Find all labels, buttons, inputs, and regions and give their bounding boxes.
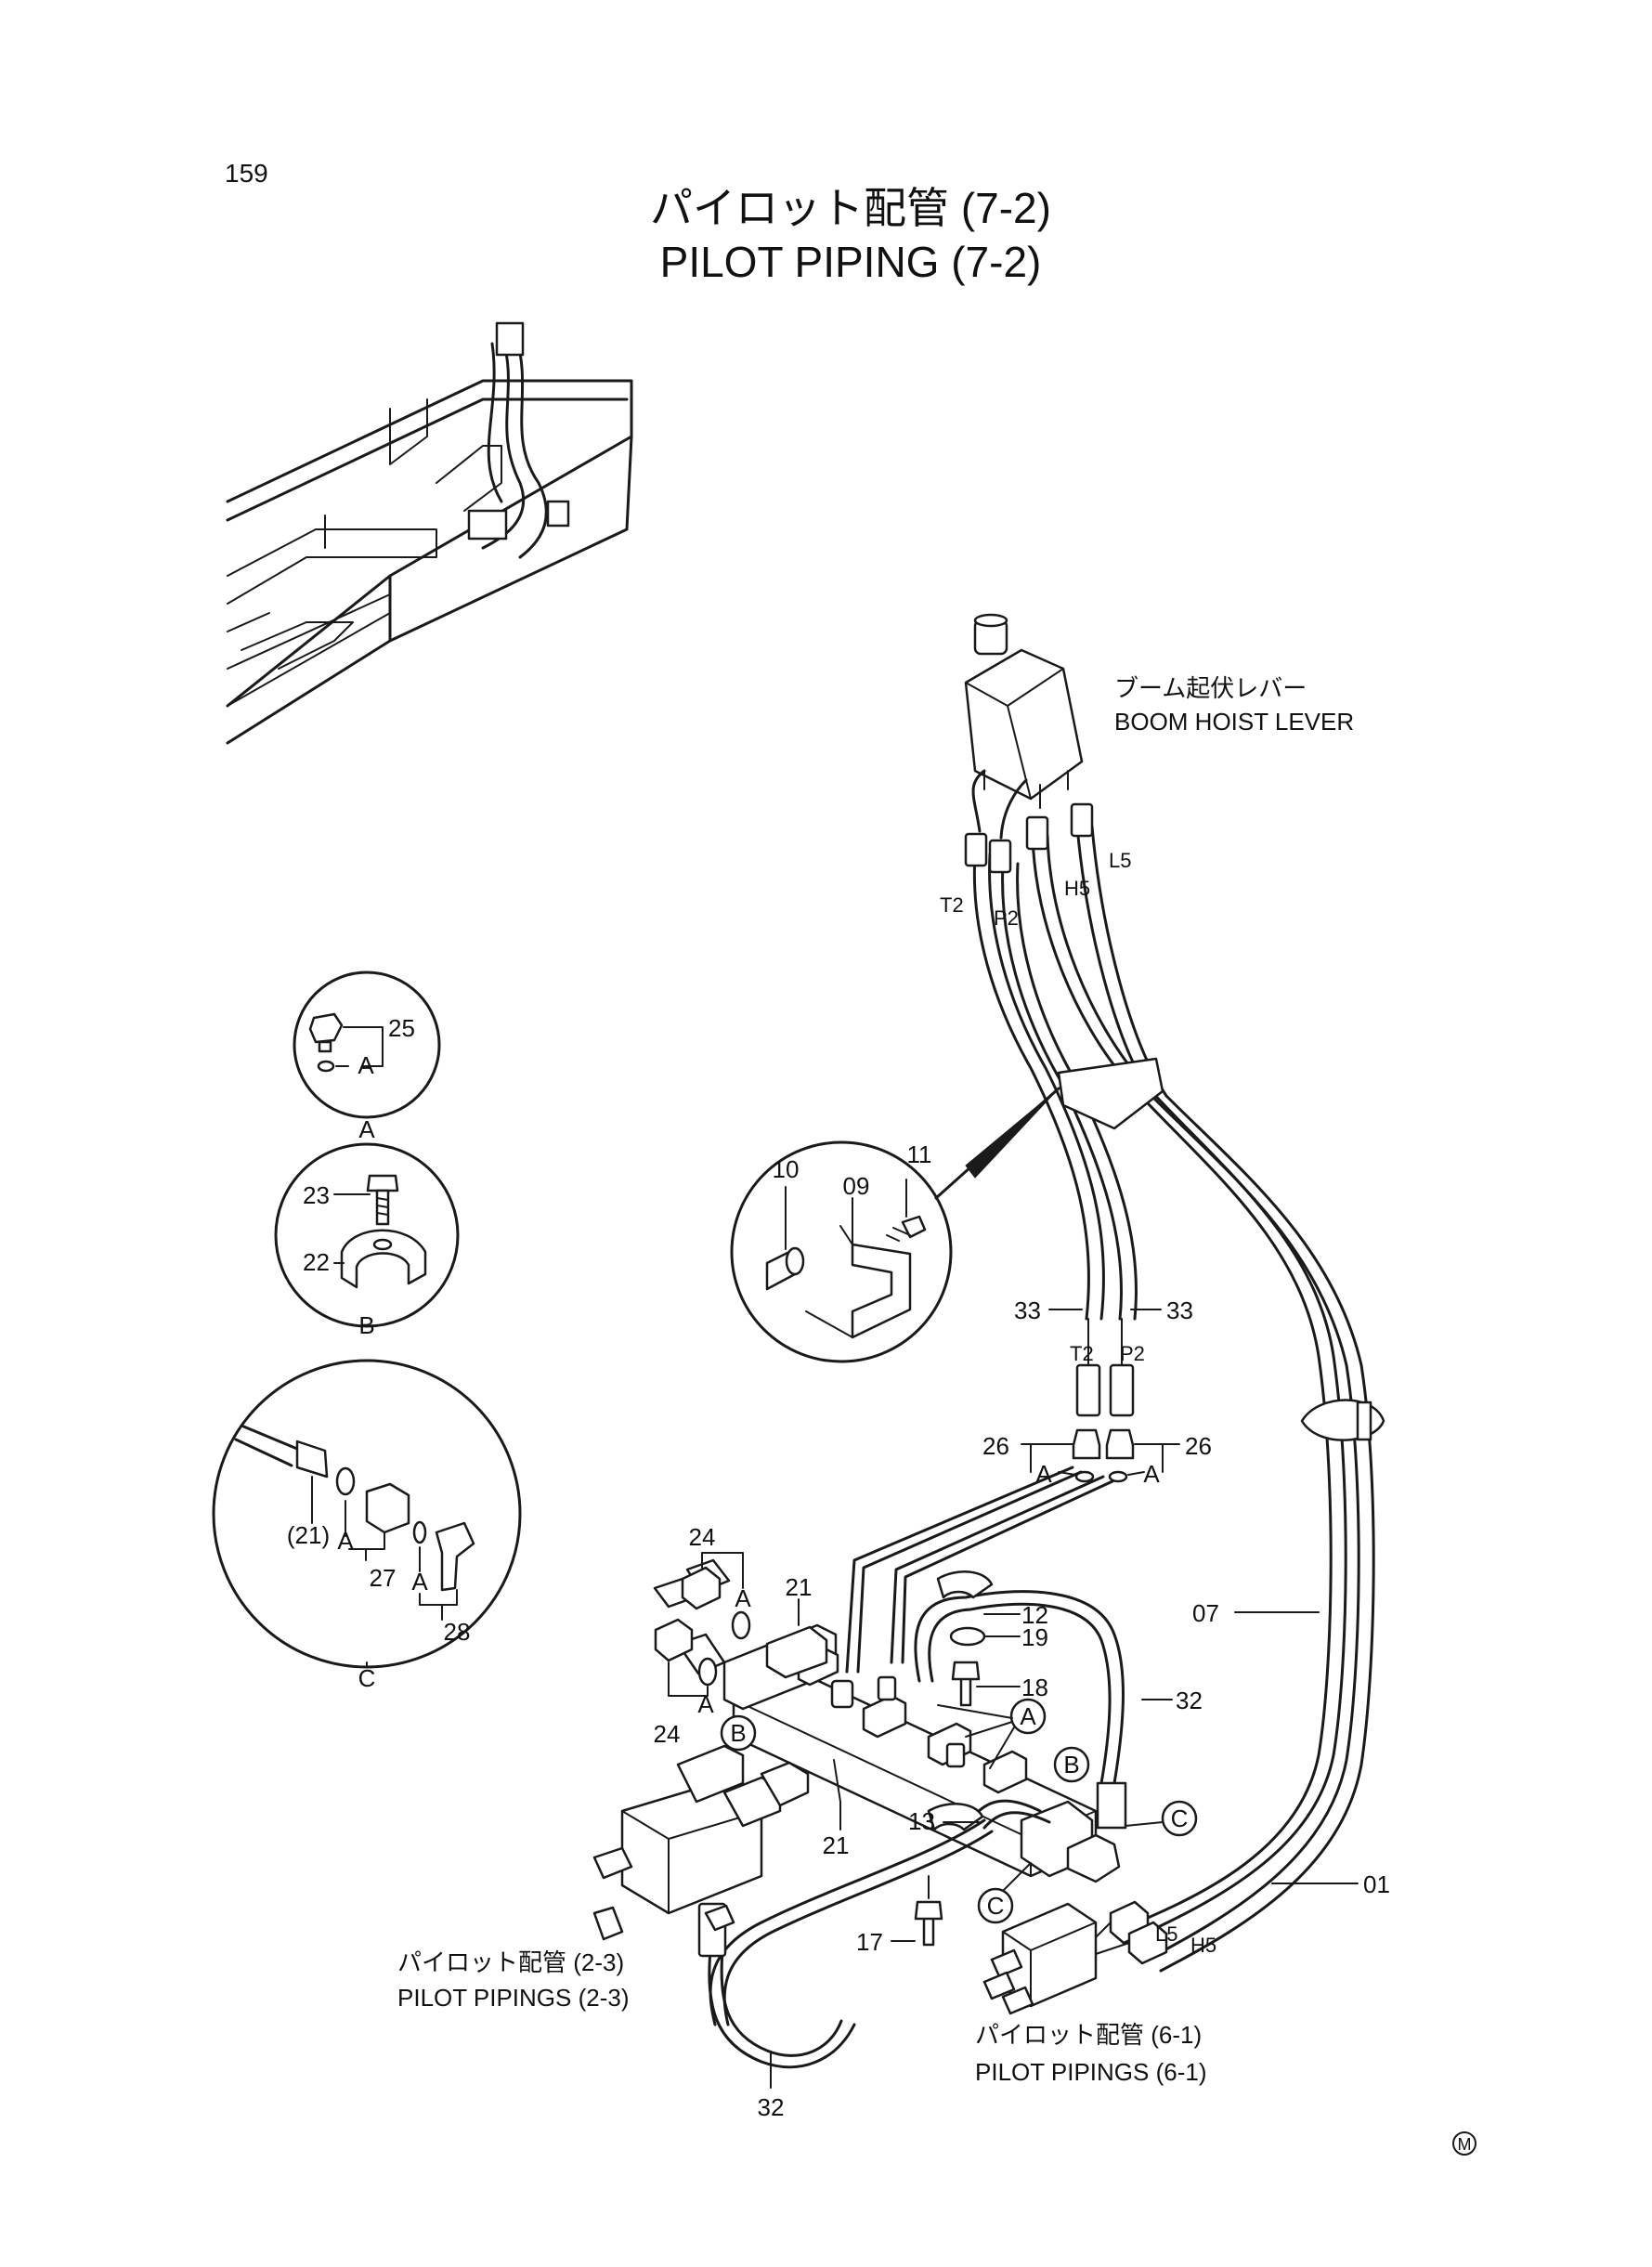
part-17-label: 17: [856, 1928, 883, 1956]
part-21-ref-label: (21): [287, 1521, 330, 1549]
part-22-label: 22: [303, 1248, 330, 1276]
page-number: 159: [225, 159, 268, 188]
bolt-17: [914, 1900, 943, 1947]
clamp-12: [936, 1570, 994, 1599]
m-mark-circle: [1452, 2131, 1476, 2156]
ref-2-3-label-en: PILOT PIPINGS (2-3): [397, 1984, 629, 2012]
valve-block-left: [592, 1744, 810, 1941]
port-p2-label-lower: P2: [1120, 1342, 1145, 1365]
callout-b-right-letter: B: [1063, 1751, 1079, 1778]
port-h5-label-top: H5: [1064, 877, 1090, 900]
oring-a-label-right: A: [1143, 1460, 1160, 1488]
oring-a-label-left: A: [1035, 1460, 1052, 1488]
washer-19: [949, 1626, 986, 1647]
fitting-t2-lower: [1075, 1363, 1101, 1417]
callout-c-right-letter: C: [1171, 1804, 1189, 1832]
detail-a-caption: A: [358, 1115, 375, 1143]
part-33-label-left: 33: [1014, 1296, 1041, 1324]
part-27-label: 27: [370, 1564, 397, 1592]
part-32-label-right: 32: [1176, 1687, 1203, 1714]
valve-block-right: [982, 1900, 1168, 2015]
port-h5-label-lower: H5: [1190, 1934, 1216, 1957]
part-32-label-bottom: 32: [758, 2093, 785, 2121]
oring-a-label-24-bottom: A: [697, 1690, 714, 1718]
part-24-label-top: 24: [689, 1523, 716, 1551]
ref-6-1-label-jp: パイロット配管 (6-1): [975, 2021, 1202, 2049]
part-24-label-bottom: 24: [654, 1720, 681, 1748]
port-l5-label-lower: L5: [1155, 1922, 1177, 1946]
detail-b-circle: [274, 1142, 460, 1328]
part-23-label: 23: [303, 1181, 330, 1209]
machine-overview-illustration: [226, 321, 633, 745]
detail-c-oring-a-right: A: [411, 1568, 428, 1596]
port-t2-label-lower: T2: [1070, 1342, 1094, 1365]
port-p2-label-top: P2: [994, 906, 1019, 930]
oring-a-label-24-top: A: [735, 1584, 751, 1612]
callout-a-manifold-letter: A: [1020, 1702, 1036, 1730]
title-japanese: パイロット配管 (7-2): [650, 184, 1051, 232]
part-10-label: 10: [773, 1155, 800, 1183]
detail-c-caption: C: [358, 1664, 376, 1692]
detail-b-caption: B: [358, 1311, 374, 1339]
title-english: PILOT PIPING (7-2): [660, 238, 1042, 286]
bolt-18: [951, 1661, 981, 1707]
detail-a-oring-letter: A: [358, 1051, 374, 1079]
part-33-label-right: 33: [1166, 1296, 1193, 1324]
part-07-label: 07: [1192, 1599, 1219, 1627]
callout-b-left: [720, 1714, 757, 1752]
part-11-label: 11: [907, 1140, 932, 1168]
fitting-c-upper: [1096, 1781, 1127, 1830]
switch-icon: [495, 321, 525, 357]
hose-bracket: [1057, 1057, 1164, 1130]
detail-a-circle: [293, 971, 441, 1119]
part-19-label: 19: [1021, 1623, 1048, 1651]
callout-c-right: [1161, 1800, 1198, 1837]
part-24-21-callouts: [654, 1552, 841, 1831]
callout-c-lower-letter: C: [987, 1892, 1005, 1920]
detail-c-oring-a-left: A: [337, 1527, 354, 1555]
part-18-label: 18: [1021, 1674, 1048, 1701]
lever-fittings: [964, 769, 1094, 874]
boom-hoist-lever-label-en: BOOM HOIST LEVER: [1114, 708, 1354, 736]
part-21-label-bottom: 21: [823, 1831, 850, 1859]
boom-hoist-lever-illustration: [964, 613, 1084, 809]
part-21-label-top: 21: [786, 1573, 813, 1601]
manifold-pipes: [708, 1466, 1125, 2069]
port-l5-label-top: L5: [1109, 849, 1131, 872]
part-28-label: 28: [444, 1618, 471, 1646]
ref-2-3-label-jp: パイロット配管 (2-3): [397, 1948, 624, 1976]
part-26-label-right: 26: [1185, 1432, 1212, 1460]
part-09-label: 09: [843, 1172, 870, 1200]
part-13-label: 13: [908, 1807, 935, 1835]
ref-6-1-label-en: PILOT PIPINGS (6-1): [975, 2058, 1206, 2086]
callout-b-left-letter: B: [730, 1719, 746, 1747]
connector-icon: [467, 509, 508, 541]
callout-c-lower: [977, 1887, 1014, 1924]
detail-c-circle: [212, 1359, 522, 1669]
part-01-label: 01: [1363, 1870, 1390, 1898]
port-t2-label-top: T2: [940, 893, 964, 917]
m-mark: M: [1458, 2135, 1472, 2154]
callout-a-manifold: [1009, 1698, 1047, 1735]
adapter-26-pair: [1021, 1428, 1180, 1483]
part-12-label: 12: [1021, 1601, 1048, 1629]
part-26-label-left: 26: [982, 1432, 1009, 1460]
fitting-p2-lower: [1109, 1363, 1135, 1417]
bracket-detail-circle: [730, 1140, 953, 1363]
part-25-label: 25: [388, 1014, 415, 1042]
callout-b-right: [1053, 1746, 1090, 1783]
boom-hoist-lever-label-jp: ブーム起伏レバー: [1114, 674, 1307, 702]
